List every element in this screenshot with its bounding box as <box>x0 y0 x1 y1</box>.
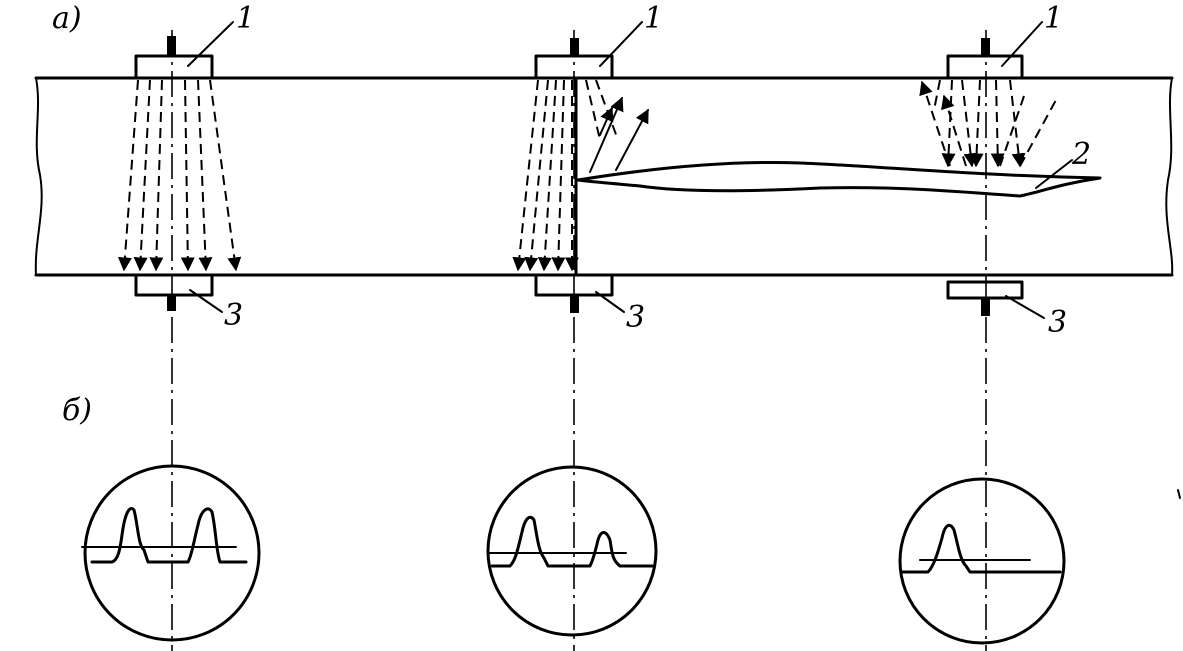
leader-3b <box>595 291 625 313</box>
oscilloscope-3 <box>898 477 1066 645</box>
receiver-1-connector <box>167 295 176 311</box>
beam-rays-3 <box>941 79 1026 168</box>
screen-1 <box>83 464 261 642</box>
defect-shape <box>576 160 1102 198</box>
edge-mark <box>1177 489 1181 499</box>
label-3: 3 <box>224 298 243 333</box>
reflected-rays-2 <box>585 79 649 173</box>
label-1b: 1 <box>644 1 663 36</box>
station-2: 1 3 <box>486 1 663 651</box>
oscilloscope-2 <box>486 465 658 637</box>
receiver-3 <box>946 280 1024 300</box>
leader-1b <box>599 21 643 67</box>
screen-2 <box>486 465 658 637</box>
receiver-3-connector <box>981 298 990 316</box>
station-1: 1 3 <box>81 1 261 651</box>
signal-1 <box>90 507 248 564</box>
leader-2 <box>1035 159 1073 189</box>
oscilloscope-1 <box>81 464 261 642</box>
leader-1c <box>1001 21 1043 67</box>
signal-3 <box>900 523 1062 574</box>
station-3: 1 2 3 <box>898 1 1091 651</box>
beam-rays-1 <box>117 79 242 272</box>
panel-b-label: б) <box>62 393 92 428</box>
beam-rays-2 <box>512 79 579 272</box>
label-1c: 1 <box>1044 1 1063 36</box>
leader-1 <box>187 21 234 67</box>
panel-a-label: а) <box>52 1 82 36</box>
reflected-rays-3 <box>919 79 1057 167</box>
screen-3 <box>898 477 1066 645</box>
label-2: 2 <box>1071 137 1091 172</box>
receiver-1 <box>134 273 214 297</box>
receiver-2-connector <box>570 295 579 313</box>
label-3c: 3 <box>1048 305 1067 340</box>
label-1: 1 <box>236 1 255 36</box>
transducer-1 <box>134 54 214 80</box>
signal-2 <box>490 515 656 568</box>
leader-3c <box>1005 295 1045 319</box>
transducer-3 <box>946 54 1024 80</box>
label-3b: 3 <box>626 300 645 335</box>
leader-3 <box>189 289 223 313</box>
